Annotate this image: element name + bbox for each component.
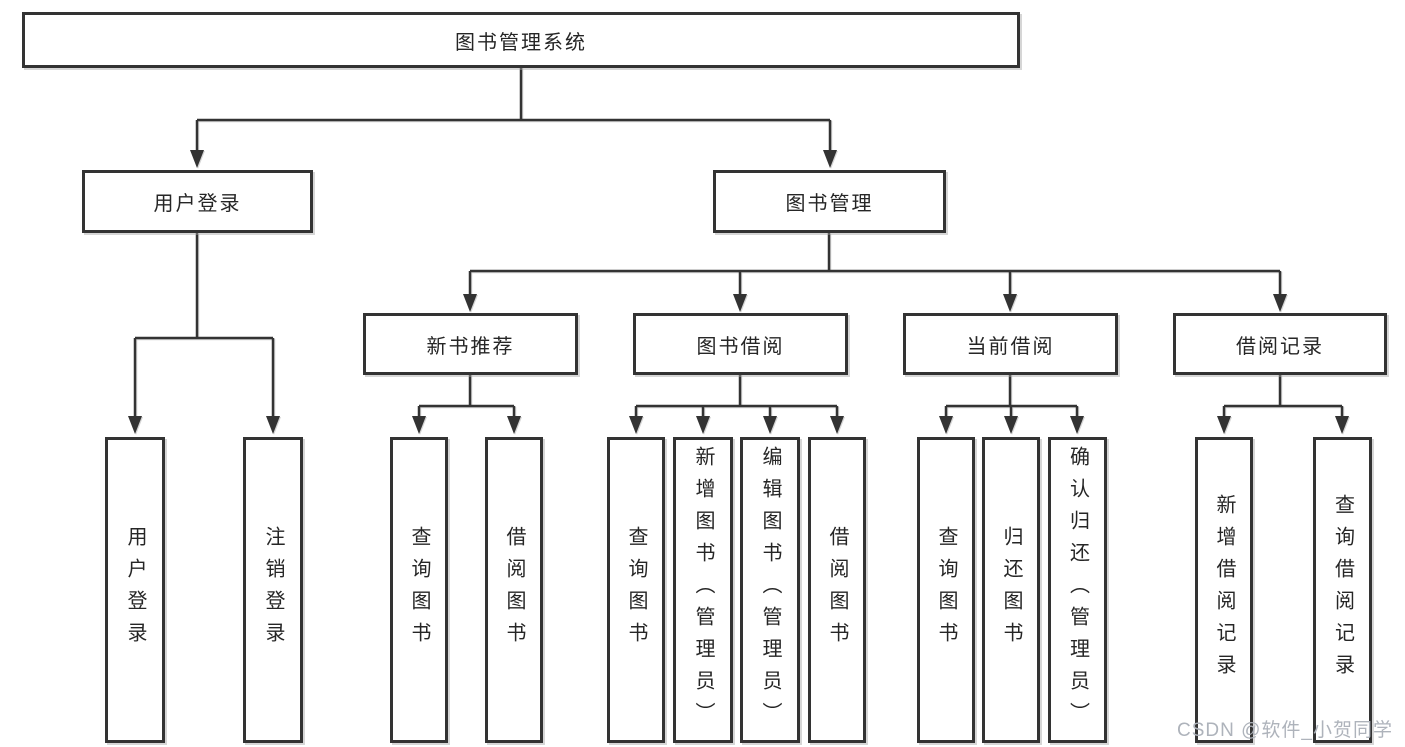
leaf-query-books-3-label: 查询图书: [935, 526, 957, 654]
node-borrowing-records-label: 借阅记录: [1236, 335, 1324, 358]
arrowheads-level3: [463, 294, 1287, 312]
leaf-logout-label: 注销登录: [262, 526, 284, 654]
connector-currentborrow-to-leaves: [944, 373, 1079, 418]
leaf-borrow-books-2-label: 借阅图书: [826, 526, 848, 654]
leaf-query-borrow-record-label: 查询借阅记录: [1331, 494, 1354, 686]
connector-records-to-leaves: [1222, 373, 1344, 418]
leaf-add-borrow-record: 新增借阅记录: [1195, 437, 1253, 743]
leaf-edit-books-admin: 编辑图书（管理员）: [740, 437, 800, 743]
arrowheads-leaves: [128, 416, 1349, 434]
connector-bookmgmt-to-level3: [468, 233, 1282, 296]
node-current-borrowing: 当前借阅: [903, 313, 1118, 375]
leaf-edit-books-admin-label: 编辑图书（管理员）: [759, 446, 781, 734]
leaf-query-books-1: 查询图书: [390, 437, 448, 743]
leaf-user-login-label: 用户登录: [124, 526, 146, 654]
leaf-query-books-2-label: 查询图书: [625, 526, 647, 654]
leaf-query-books-2: 查询图书: [607, 437, 665, 743]
node-user-login-label: 用户登录: [153, 193, 242, 215]
leaf-return-books: 归还图书: [982, 437, 1040, 743]
node-book-management: 图书管理: [713, 170, 946, 233]
connector-root-to-level2: [195, 66, 832, 152]
node-current-borrowing-label: 当前借阅: [966, 335, 1055, 358]
connector-userlogin-to-leaves: [133, 233, 275, 418]
leaf-borrow-books-1: 借阅图书: [485, 437, 543, 743]
node-new-book-recommend: 新书推荐: [363, 313, 578, 375]
leaf-add-books-admin: 新增图书（管理员）: [673, 437, 733, 743]
connector-bookborrow-to-leaves: [634, 373, 839, 418]
node-book-borrowing: 图书借阅: [633, 313, 848, 375]
leaf-return-books-label: 归还图书: [1000, 526, 1022, 654]
node-new-book-recommend-label: 新书推荐: [426, 335, 515, 358]
node-book-borrowing-label: 图书借阅: [696, 335, 785, 358]
csdn-watermark: CSDN @软件_小贺同学: [1177, 720, 1393, 741]
node-root: 图书管理系统: [22, 12, 1020, 68]
leaf-logout: 注销登录: [243, 437, 303, 743]
node-book-management-label: 图书管理: [785, 193, 874, 215]
leaf-query-borrow-record: 查询借阅记录: [1313, 437, 1372, 743]
leaf-borrow-books-1-label: 借阅图书: [503, 526, 525, 654]
leaf-add-borrow-record-label: 新增借阅记录: [1213, 494, 1235, 686]
connector-newbook-to-leaves: [417, 373, 516, 418]
leaf-borrow-books-2: 借阅图书: [808, 437, 866, 743]
node-root-label: 图书管理系统: [455, 31, 587, 54]
leaf-add-books-admin-label: 新增图书（管理员）: [692, 446, 714, 734]
leaf-query-books-1-label: 查询图书: [408, 526, 430, 654]
node-user-login: 用户登录: [82, 170, 313, 233]
arrowheads-level2: [190, 150, 837, 168]
leaf-query-books-3: 查询图书: [917, 437, 975, 743]
leaf-confirm-return-admin: 确认归还（管理员）: [1048, 437, 1107, 743]
leaf-confirm-return-admin-label: 确认归还（管理员）: [1066, 446, 1089, 734]
leaf-user-login: 用户登录: [105, 437, 165, 743]
node-borrowing-records: 借阅记录: [1173, 313, 1387, 375]
